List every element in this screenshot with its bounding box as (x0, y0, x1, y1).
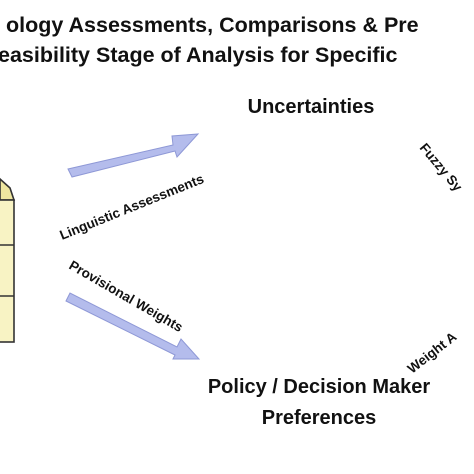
arrow-to-uncertainties (67, 133, 200, 178)
stacked-box (0, 177, 16, 343)
title-line-1: ology Assessments, Comparisons & Pre (6, 13, 419, 37)
edge-label-weight: Weight A (405, 329, 460, 377)
edge-label-linguistic: Linguistic Assessments (58, 171, 206, 243)
node-preferences-line-2: Preferences (262, 407, 377, 429)
stacked-box-top (0, 177, 16, 201)
node-uncertainties: Uncertainties (248, 96, 375, 118)
edge-label-fuzzy: Fuzzy Sy (417, 140, 466, 194)
arrow-to-preferences (65, 292, 201, 360)
title-line-2: easibility Stage of Analysis for Specifi… (0, 43, 398, 67)
node-preferences-line-1: Policy / Decision Maker (208, 376, 431, 398)
stacked-box-front (0, 199, 15, 343)
